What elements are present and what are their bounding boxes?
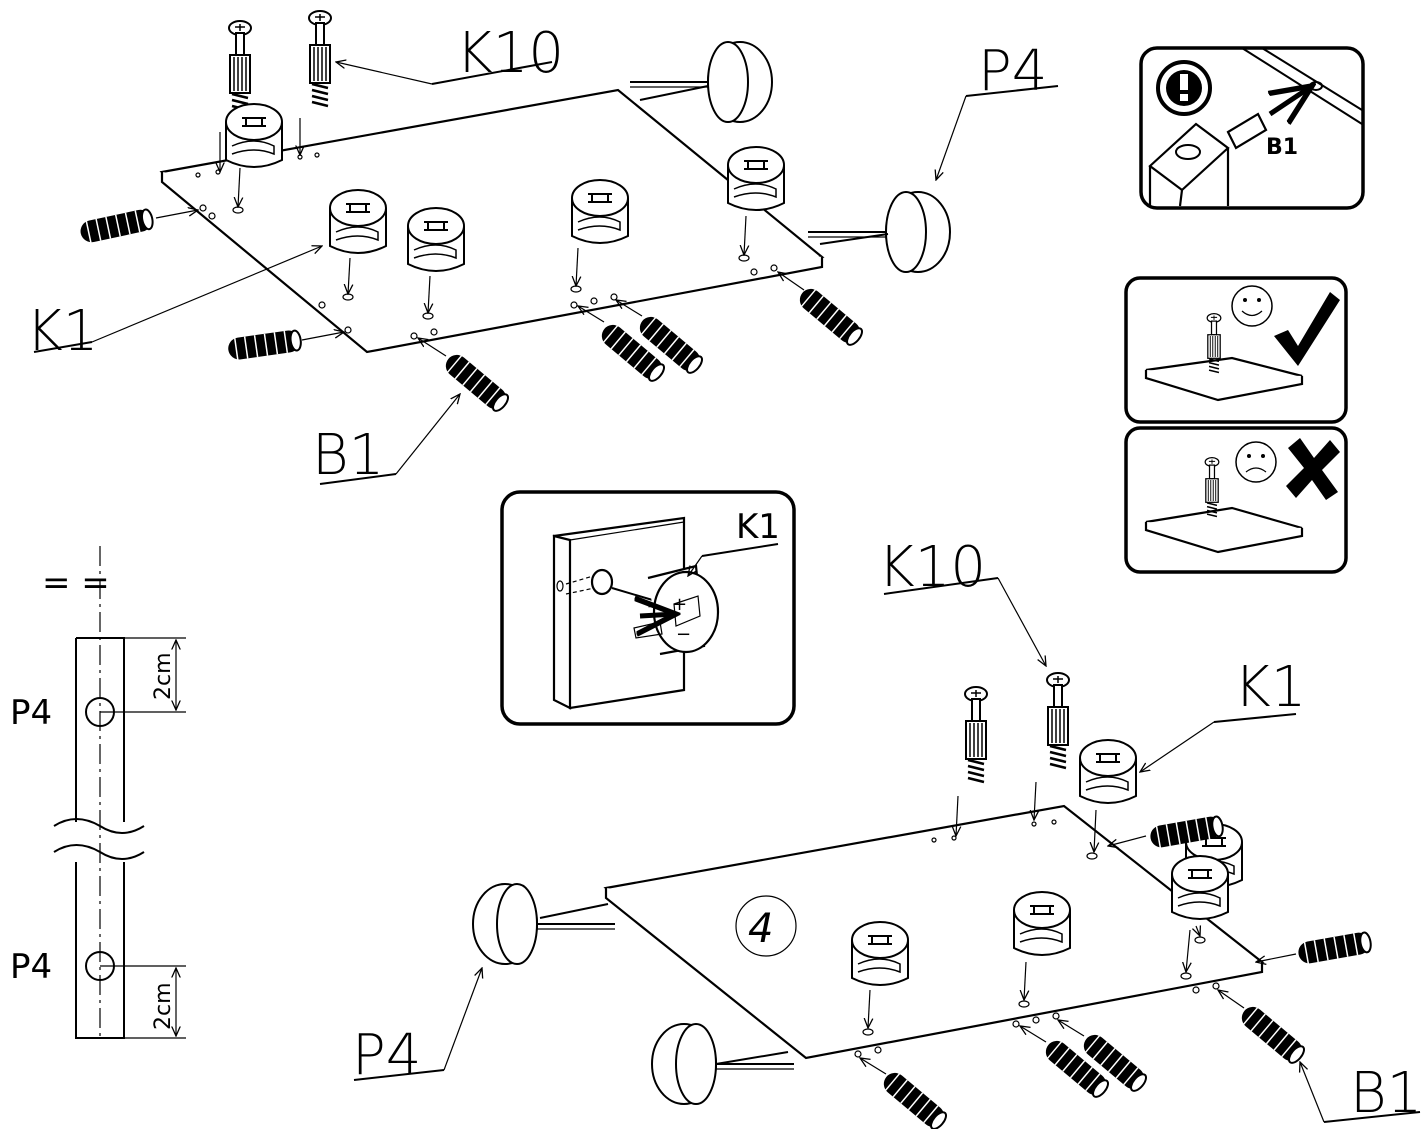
panel-number: 4 <box>748 906 773 952</box>
label-k1-inset: K1 <box>736 507 780 547</box>
checkmark-icon <box>1274 292 1340 366</box>
k1-inset-box: + − K1 <box>500 490 796 726</box>
label-k10-bottom: K10 <box>878 535 986 600</box>
correct-usage-box <box>1124 276 1348 424</box>
cross-icon <box>1286 438 1340 500</box>
smiley-sad-icon <box>1235 441 1277 483</box>
label-k10-top: K10 <box>456 21 564 86</box>
dimension-lower: 2cm <box>151 982 176 1030</box>
leveler-hole-measure: = = 2cm 2cm P4 P4 <box>10 546 186 1040</box>
label-p4-lower: P4 <box>10 947 52 987</box>
warning-box: B1 <box>1139 46 1365 210</box>
label-k1-bottom: K1 <box>1234 655 1306 720</box>
warning-exclamation-icon <box>1156 60 1212 116</box>
label-p4-bottom: P4 <box>352 1023 421 1088</box>
label-b1-bottom: B1 <box>1350 1061 1422 1126</box>
label-b1-top: B1 <box>312 423 384 488</box>
smiley-happy-icon <box>1231 285 1273 327</box>
wrong-usage-box <box>1124 426 1348 574</box>
label-b1-warning: B1 <box>1266 135 1298 160</box>
equal-mark: = = <box>42 563 110 603</box>
bottom-panel-assembly: 4 <box>353 577 1421 1129</box>
label-k1-left: K1 <box>26 299 98 364</box>
dimension-upper: 2cm <box>151 652 176 700</box>
svg-text:−: − <box>676 624 691 645</box>
label-p4-top: P4 <box>978 39 1047 104</box>
top-panel-assembly <box>33 9 1059 485</box>
label-p4-upper: P4 <box>10 693 52 733</box>
